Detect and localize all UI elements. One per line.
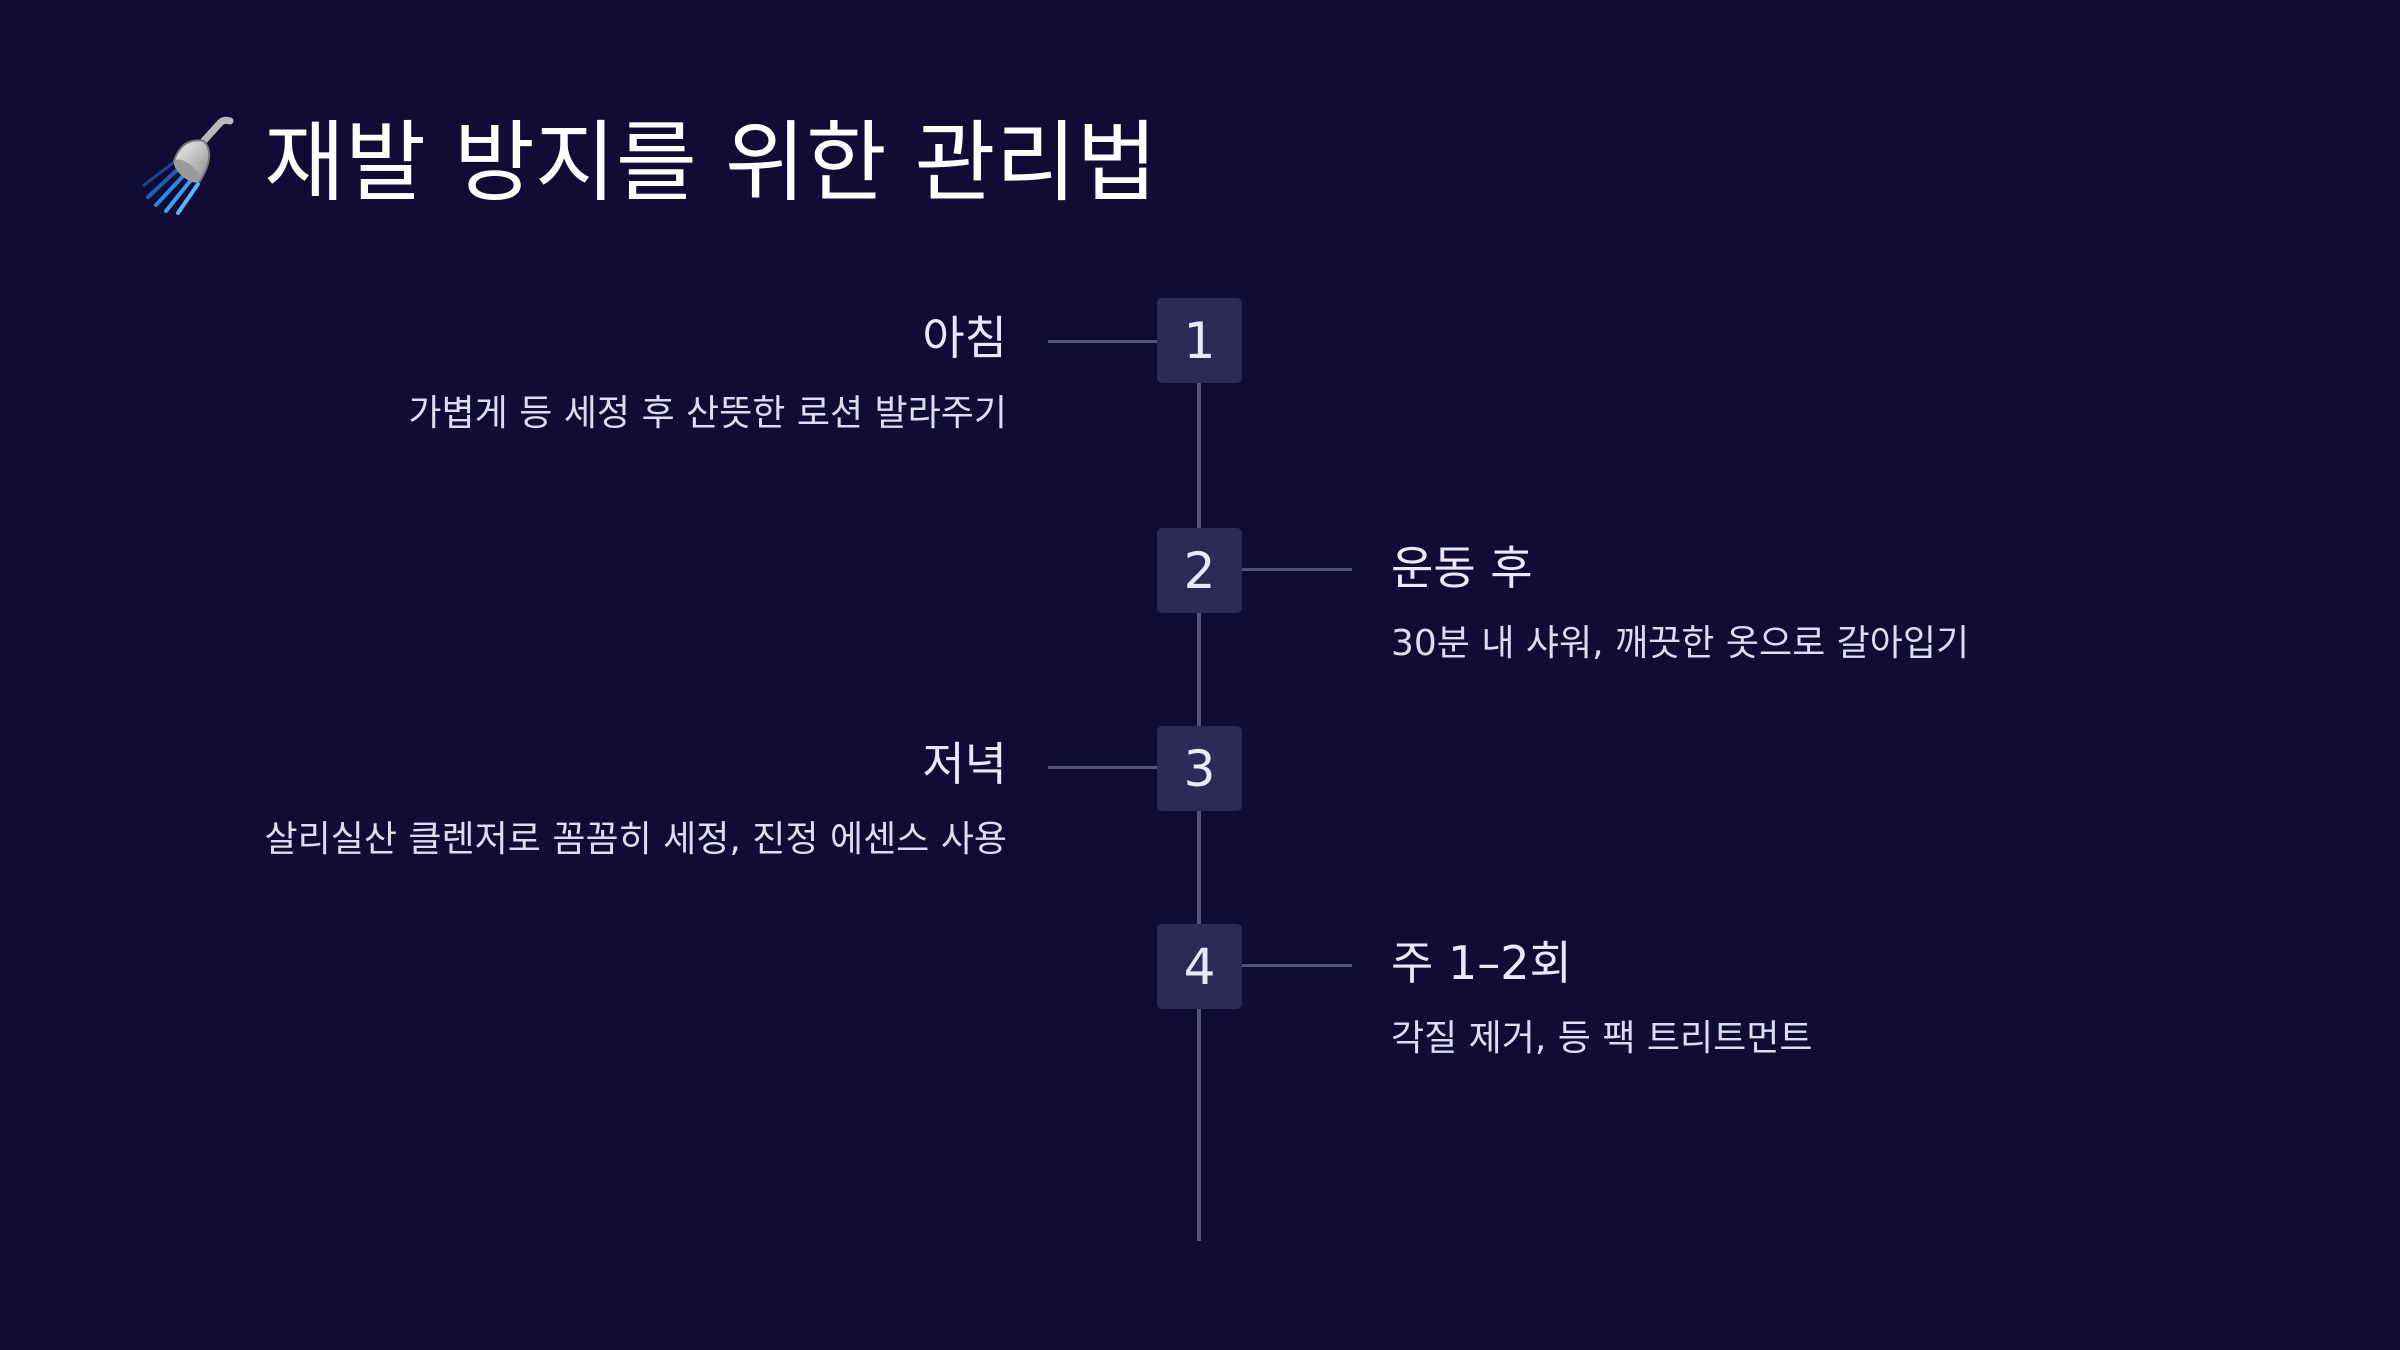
- connector-step-1: [1048, 340, 1158, 343]
- step-3-number: 3: [1157, 726, 1242, 811]
- step-2-number: 2: [1157, 528, 1242, 613]
- connector-step-2: [1242, 568, 1352, 571]
- connector-step-3: [1048, 766, 1158, 769]
- step-4-number: 4: [1157, 924, 1242, 1009]
- step-2-heading: 운동 후: [1391, 541, 1533, 595]
- step-2-description: 30분 내 샤워, 깨끗한 옷으로 갈아입기: [1391, 623, 1970, 664]
- shower-icon: [142, 116, 234, 215]
- step-4-heading: 주 1–2회: [1391, 936, 1572, 990]
- step-3-heading: 저녁: [922, 737, 1007, 791]
- step-1-heading: 아침: [922, 311, 1007, 365]
- step-3-description: 살리실산 클렌저로 꼼꼼히 세정, 진정 에센스 사용: [264, 819, 1007, 860]
- step-4-description: 각질 제거, 등 팩 트리트먼트: [1391, 1018, 1813, 1059]
- page-title: 재발 방지를 위한 관리법: [264, 111, 1158, 214]
- step-1-number: 1: [1157, 298, 1242, 383]
- title-row: 재발 방지를 위한 관리법: [138, 108, 1158, 218]
- connector-step-4: [1242, 964, 1352, 967]
- step-1-description: 가볍게 등 세정 후 산뜻한 로션 발라주기: [408, 393, 1007, 434]
